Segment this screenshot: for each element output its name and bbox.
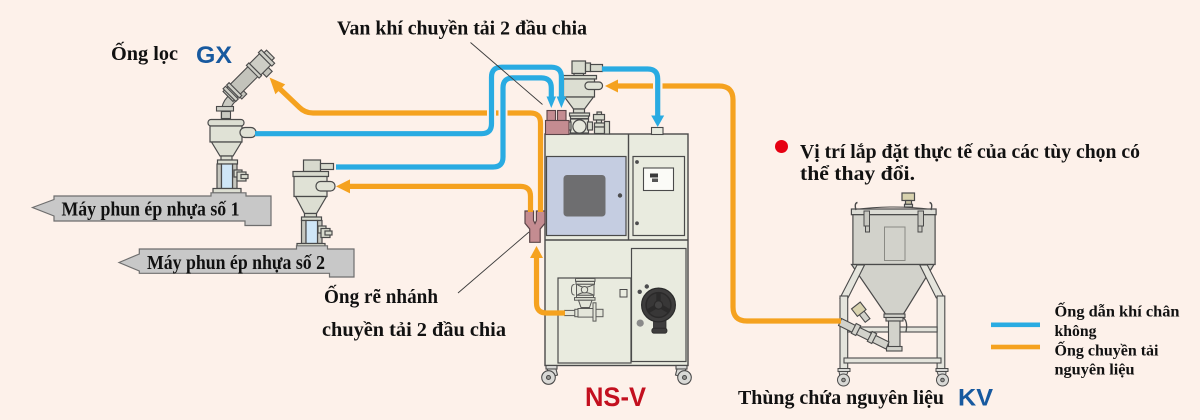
svg-text:nguyên liệu: nguyên liệu	[1055, 362, 1135, 379]
svg-text:thể thay đổi.: thể thay đổi.	[800, 163, 915, 185]
svg-text:Máy phun ép nhựa số 2: Máy phun ép nhựa số 2	[147, 252, 325, 274]
svg-text:Thùng chứa nguyên liệu: Thùng chứa nguyên liệu	[738, 387, 944, 409]
svg-text:Máy phun ép nhựa số 1: Máy phun ép nhựa số 1	[62, 199, 240, 221]
svg-text:GX: GX	[196, 42, 232, 69]
svg-text:Ống lọc: Ống lọc	[111, 41, 178, 65]
svg-text:chuyền tải 2 đầu chia: chuyền tải 2 đầu chia	[322, 319, 506, 341]
svg-text:Ống chuyền tải: Ống chuyền tải	[1055, 342, 1160, 360]
svg-text:không: không	[1055, 323, 1097, 340]
svg-text:Van khí chuyền tải 2 đầu chia: Van khí chuyền tải 2 đầu chia	[337, 18, 587, 40]
svg-text:Ống rẽ nhánh: Ống rẽ nhánh	[324, 284, 438, 308]
svg-text:Ống dẫn khí chân: Ống dẫn khí chân	[1055, 303, 1180, 321]
svg-text:KV: KV	[958, 385, 993, 412]
svg-text:Vị trí lắp đặt thực tế của các: Vị trí lắp đặt thực tế của các tùy chọn …	[800, 141, 1140, 163]
svg-text:NS-V: NS-V	[585, 382, 646, 412]
